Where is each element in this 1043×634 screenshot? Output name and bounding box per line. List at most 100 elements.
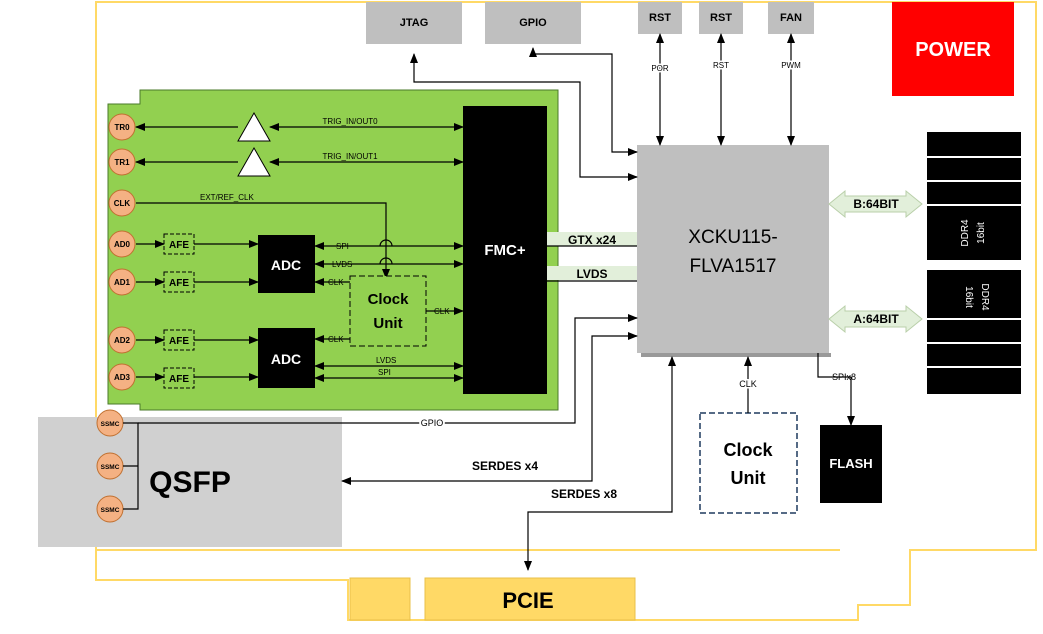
port-clk <box>108 189 136 217</box>
afe-3-label: AFE <box>169 374 189 385</box>
lvds2-label: LVDS <box>376 356 396 365</box>
rst-connector-1 <box>638 2 682 34</box>
b64-bus-arrow <box>828 189 923 219</box>
gtx-label: GTX x24 <box>568 233 616 247</box>
rst-connector-2 <box>699 2 743 34</box>
lvds-label: LVDS <box>576 267 607 281</box>
power-label: POWER <box>915 39 991 61</box>
trig0-label: TRIG_IN/OUT0 <box>322 117 378 126</box>
port-ad2-label: AD2 <box>114 336 131 345</box>
clk1-label: CLK <box>328 278 344 287</box>
port-tr1-label: TR1 <box>114 158 130 167</box>
ddr-top-chip-3 <box>927 182 1021 204</box>
afe-1-label: AFE <box>169 278 189 289</box>
wire-spi-flash <box>817 353 855 426</box>
port-ad0-label: AD0 <box>114 240 131 249</box>
wire-ext-ref-clk <box>136 202 390 279</box>
qsfp-label: QSFP <box>149 466 231 499</box>
fpga-label-2: FLVA1517 <box>690 256 777 277</box>
a64-bus-arrow <box>828 304 923 334</box>
ddr-top-chip-2 <box>927 158 1021 180</box>
clock-unit-label-2: Unit <box>731 468 766 488</box>
trig1-label: TRIG_IN/OUT1 <box>322 152 378 161</box>
ext-ref-clk-label: EXT/REF_CLK <box>200 193 254 202</box>
pcie-label: PCIE <box>502 588 553 613</box>
rst-label-1: RST <box>649 12 671 24</box>
ddr-bottom-chip-2 <box>927 320 1021 342</box>
ddr-top-chip-1 <box>927 132 1021 156</box>
a64-label: A:64BIT <box>853 312 899 326</box>
pwm-label: PWM <box>781 61 801 70</box>
fmc-clock-unit-label-1: Clock <box>368 291 410 308</box>
wire-gpio-header <box>529 47 638 156</box>
trigger-buffer-1 <box>237 146 271 177</box>
ddr-top: DDR4 16bit <box>927 132 1021 260</box>
clock-unit <box>699 412 798 514</box>
clk2-label: CLK <box>328 335 344 344</box>
gtx-bus <box>547 232 637 246</box>
gpio-header-label: GPIO <box>519 17 547 29</box>
spi1-label: SPI <box>336 242 349 251</box>
serdes4-label: SERDES x4 <box>472 459 538 473</box>
port-ad3 <box>108 363 136 391</box>
fmc-clock-unit-label-2: Unit <box>373 315 402 332</box>
adc-1-label: ADC <box>271 257 301 273</box>
ddr-top-label-2: 16bit <box>976 222 987 244</box>
gpio-ssmc-label: GPIO <box>421 418 444 428</box>
ssmc-port-2-label: SSMC <box>101 464 120 471</box>
fmc-clock-unit <box>349 275 427 347</box>
port-ad3-label: AD3 <box>114 373 131 382</box>
ddr-top-label-1: DDR4 <box>960 219 971 247</box>
adc-2 <box>258 328 315 388</box>
pcie-connector <box>424 577 636 621</box>
gpio-connector <box>485 2 581 44</box>
fan-label: FAN <box>780 12 802 24</box>
fpga-label-1: XCKU115- <box>688 227 777 248</box>
adc-1 <box>258 235 315 293</box>
wire-ssmc-bus <box>123 422 139 510</box>
por-label: POR <box>651 64 669 73</box>
fpga-chip <box>637 145 829 353</box>
power-block <box>892 2 1014 96</box>
clk-fpga-label: CLK <box>739 379 757 389</box>
port-ad1-label: AD1 <box>114 278 131 287</box>
ddr-bottom-chip-4 <box>927 368 1021 394</box>
ddr-bottom-chip-1 <box>927 270 1021 318</box>
fan-connector <box>768 2 814 34</box>
clock-unit-label-1: Clock <box>723 440 773 460</box>
rst-signal-label: RST <box>713 61 729 70</box>
ddr-bottom-label-2: 16bit <box>963 286 974 308</box>
jtag-label: JTAG <box>400 17 429 29</box>
ssmc-ports: SSMC SSMC SSMC <box>96 409 124 523</box>
pcie-finger-small <box>349 577 411 621</box>
fmc-plus-label: FMC+ <box>484 242 525 259</box>
spi2-label: SPI <box>378 368 391 377</box>
port-ad1 <box>108 268 136 296</box>
fpga-chip-shadow <box>641 353 831 357</box>
b64-label: B:64BIT <box>853 197 899 211</box>
port-ad0 <box>108 230 136 258</box>
spi-flash-label: SPIx8 <box>832 372 856 382</box>
flash-label: FLASH <box>829 456 872 471</box>
afe-2-label: AFE <box>169 336 189 347</box>
fmc-ports: TR0 TR1 CLK AD0 AD1 AD2 AD3 <box>108 113 136 391</box>
ddr-bottom-label-1: DDR4 <box>979 283 990 311</box>
flash-chip <box>820 425 882 503</box>
jtag-connector <box>366 2 462 44</box>
serdes8-label: SERDES x8 <box>551 487 617 501</box>
port-ad2 <box>108 326 136 354</box>
port-clk-label: CLK <box>114 199 131 208</box>
clk-out-label: CLK <box>434 307 450 316</box>
rst-label-2: RST <box>710 12 732 24</box>
wire-jumper-1 <box>379 239 393 247</box>
ssmc-port-3-label: SSMC <box>101 507 120 514</box>
ssmc-port-1-label: SSMC <box>101 421 120 428</box>
qsfp-module <box>38 417 342 547</box>
wire-jumper-2 <box>379 257 393 265</box>
trigger-buffer-0 <box>237 111 271 142</box>
wire-serdes8 <box>524 356 676 571</box>
afe-0-label: AFE <box>169 240 189 251</box>
ddr-bottom-chip-3 <box>927 344 1021 366</box>
afe-blocks: AFE AFE AFE AFE <box>163 233 195 389</box>
